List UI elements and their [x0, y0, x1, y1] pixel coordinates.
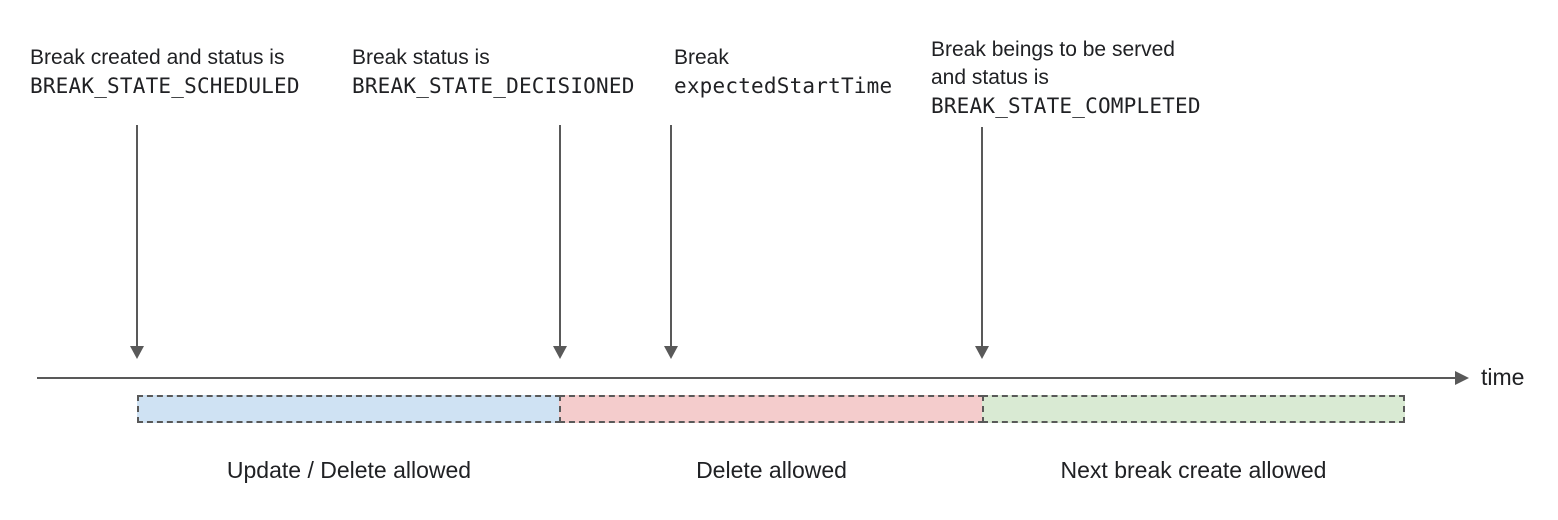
segment-label: Update / Delete allowed: [226, 457, 472, 483]
annotation-code: BREAK_STATE_SCHEDULED: [30, 74, 300, 98]
annotation-text: Break created and status is: [30, 46, 285, 69]
segment-delete-allowed: [559, 395, 984, 423]
time-axis-line: [37, 377, 1456, 379]
segment-update-delete-allowed: [137, 395, 561, 423]
segment-next-break-create-allowed: [982, 395, 1405, 423]
time-axis-label: time: [1481, 364, 1525, 390]
annotation-break-scheduled: Break created and status is BREAK_STATE_…: [30, 44, 300, 100]
annotation-break-completed: Break beings to be served and status is …: [931, 36, 1201, 120]
annotation-code: BREAK_STATE_COMPLETED: [931, 94, 1201, 118]
down-arrow-icon: [559, 125, 561, 348]
annotation-text: Break beings to be served: [931, 38, 1175, 61]
annotation-text: and status is: [931, 66, 1049, 89]
down-arrowhead-icon: [664, 346, 678, 359]
annotation-text: Break status is: [352, 46, 490, 69]
segment-label: Delete allowed: [696, 457, 847, 483]
down-arrow-icon: [981, 127, 983, 348]
annotation-text: Break: [674, 46, 729, 69]
annotation-break-decisioned: Break status is BREAK_STATE_DECISIONED: [352, 44, 635, 100]
down-arrow-icon: [136, 125, 138, 348]
time-axis-arrowhead-icon: [1455, 371, 1469, 385]
annotation-code: expectedStartTime: [674, 74, 893, 98]
down-arrowhead-icon: [130, 346, 144, 359]
annotation-code: BREAK_STATE_DECISIONED: [352, 74, 635, 98]
annotation-expected-start-time: Break expectedStartTime: [674, 44, 892, 100]
down-arrowhead-icon: [975, 346, 989, 359]
down-arrowhead-icon: [553, 346, 567, 359]
segment-label: Next break create allowed: [1060, 457, 1327, 483]
down-arrow-icon: [670, 125, 672, 348]
